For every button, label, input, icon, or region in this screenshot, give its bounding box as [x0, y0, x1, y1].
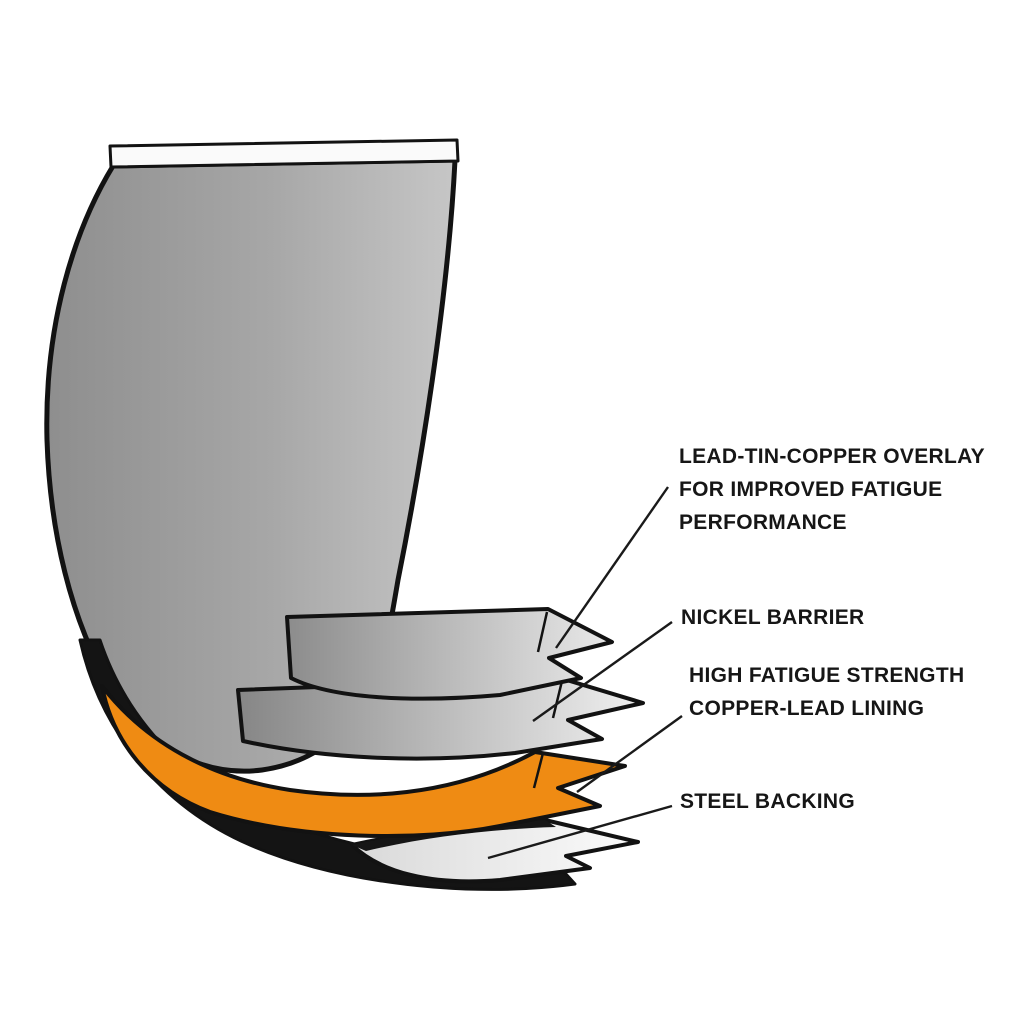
- label-nickel-barrier: NICKEL BARRIER: [681, 601, 865, 634]
- label-line: LEAD-TIN-COPPER OVERLAY: [679, 445, 985, 468]
- nickel-barrier-flange: [236, 676, 645, 761]
- tear-mark: [536, 611, 549, 653]
- shell-top-edge: [108, 138, 460, 169]
- label-line: COPPER-LEAD LINING: [689, 697, 925, 720]
- label-steel-backing: STEEL BACKING: [680, 785, 855, 818]
- tear-mark: [551, 680, 564, 719]
- leader-line-copper-lead: [576, 715, 683, 793]
- label-lead-tin-copper-overlay: LEAD-TIN-COPPER OVERLAY FOR IMPROVED FAT…: [679, 440, 985, 539]
- label-line: HIGH FATIGUE STRENGTH: [689, 664, 965, 687]
- label-line: FOR IMPROVED FATIGUE: [679, 478, 943, 501]
- leader-line-nickel: [532, 621, 673, 722]
- label-line: NICKEL BARRIER: [681, 606, 865, 629]
- copper-lead-lining-layer: [100, 684, 627, 839]
- leader-line-steel: [487, 804, 673, 860]
- leader-line-overlay: [555, 486, 669, 649]
- label-line: PERFORMANCE: [679, 511, 847, 534]
- label-line: STEEL BACKING: [680, 790, 856, 813]
- label-copper-lead-lining: HIGH FATIGUE STRENGTH COPPER-LEAD LINING: [689, 659, 964, 725]
- tear-mark: [532, 752, 545, 789]
- overlay-layer-flange: [285, 607, 614, 701]
- steel-backing-shadow-band: [352, 820, 556, 851]
